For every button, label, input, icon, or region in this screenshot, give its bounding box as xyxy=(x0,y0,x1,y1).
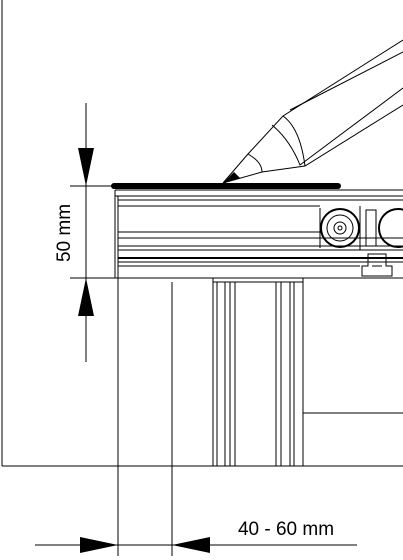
roller-hardware xyxy=(319,206,403,277)
pencil-icon xyxy=(111,39,403,189)
vertical-dimension-label: 50 mm xyxy=(54,204,75,262)
horizontal-dimension-label: 40 - 60 mm xyxy=(238,519,334,540)
detail-frame xyxy=(1,0,403,467)
horizontal-dimension xyxy=(35,278,357,556)
vertical-dimension xyxy=(70,103,186,362)
frame-profile xyxy=(114,189,403,466)
